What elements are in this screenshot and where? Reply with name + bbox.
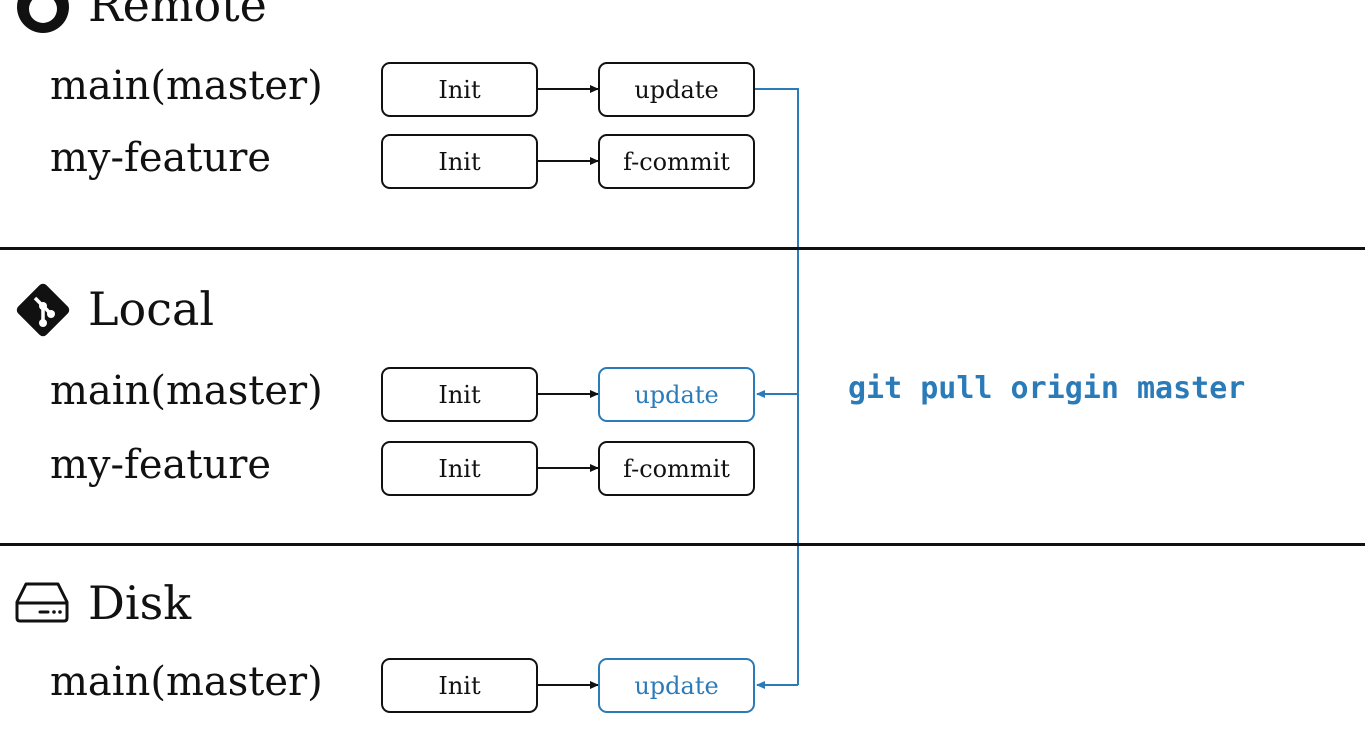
section-title-local: Local <box>88 282 215 336</box>
hard-drive-icon <box>14 580 70 624</box>
git-icon <box>13 280 73 340</box>
commit-box-disk-main-update: update <box>598 658 755 713</box>
pull-connector-line <box>755 88 799 685</box>
commit-box-local-main-update: update <box>598 367 755 422</box>
commit-box-remote-feature-fcommit: f-commit <box>598 134 755 189</box>
commit-box-local-feature-fcommit: f-commit <box>598 441 755 496</box>
commit-box-local-feature-init: Init <box>381 441 538 496</box>
commit-box-disk-main-init: Init <box>381 658 538 713</box>
branch-label-disk-main: main(master) <box>50 659 323 705</box>
github-icon <box>14 0 72 36</box>
branch-label-remote-feature: my-feature <box>50 135 271 181</box>
branch-label-local-main: main(master) <box>50 368 323 414</box>
section-title-disk: Disk <box>88 576 192 630</box>
commit-box-local-main-init: Init <box>381 367 538 422</box>
command-text: git pull origin master <box>848 371 1246 406</box>
section-divider-1 <box>0 247 1365 250</box>
commit-box-remote-feature-init: Init <box>381 134 538 189</box>
commit-box-remote-main-update: update <box>598 62 755 117</box>
commit-box-remote-main-init: Init <box>381 62 538 117</box>
section-divider-2 <box>0 543 1365 546</box>
branch-label-local-feature: my-feature <box>50 442 271 488</box>
section-title-remote: Remote <box>88 0 267 32</box>
branch-label-remote-main: main(master) <box>50 63 323 109</box>
